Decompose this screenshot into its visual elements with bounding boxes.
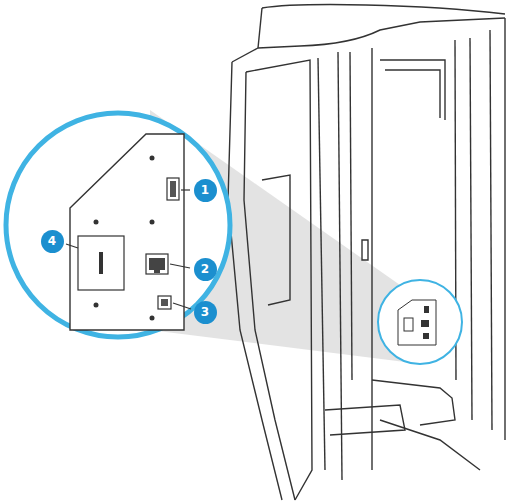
callout-number: 2	[201, 263, 209, 275]
callout-number: 4	[48, 235, 56, 247]
callout-badge: 4	[41, 230, 64, 253]
callout-number: 1	[201, 184, 209, 196]
callout-badge: 2	[194, 258, 217, 281]
magnifier-circle	[6, 113, 230, 337]
callout-badge: 3	[194, 301, 217, 324]
leader-lines	[66, 190, 191, 309]
callout-badge: 1	[194, 179, 217, 202]
callout-number: 3	[201, 306, 209, 318]
small-port-panel	[378, 280, 462, 364]
port-panel	[70, 134, 184, 330]
printer-body	[228, 5, 505, 500]
